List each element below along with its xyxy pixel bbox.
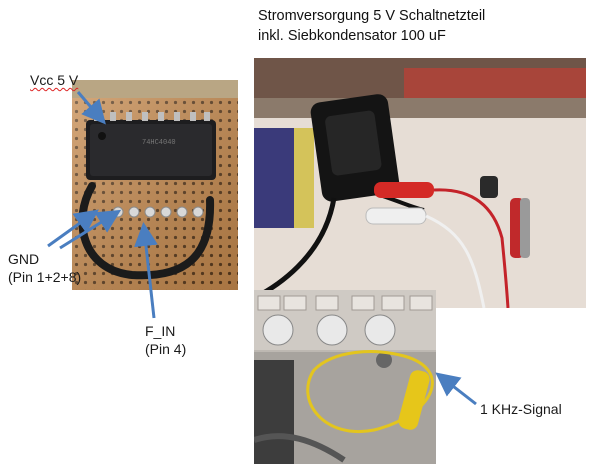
header-line-1: Stromversorgung 5 V Schaltnetzteil [258, 8, 486, 24]
fin-label-text: F_IN [145, 323, 176, 339]
vcc-label-text: Vcc 5 V [30, 72, 79, 88]
vcc-label: Vcc 5 V [30, 71, 78, 89]
ic-board-photo: 74HC4040 [72, 80, 238, 290]
svg-text:74HC4040: 74HC4040 [142, 139, 176, 147]
fin-pin-text: (Pin 4) [145, 341, 187, 357]
gnd-pins-text: (Pin 1+2+8) [8, 269, 82, 285]
signal-label: 1 KHz-Signal [480, 400, 562, 418]
gnd-label-text: GND [8, 251, 40, 267]
signal-label-text: 1 KHz-Signal [480, 401, 562, 417]
gnd-label: GND (Pin 1+2+8) [8, 250, 81, 286]
power-supply-photo [254, 58, 586, 308]
function-generator-photo [254, 290, 436, 464]
header-caption: Stromversorgung 5 V Schaltnetzteil inkl.… [258, 6, 485, 46]
fin-label: F_IN (Pin 4) [145, 322, 186, 358]
signal-arrow [435, 372, 477, 406]
header-line-2: inkl. Siebkondensator 100 uF [258, 28, 446, 44]
